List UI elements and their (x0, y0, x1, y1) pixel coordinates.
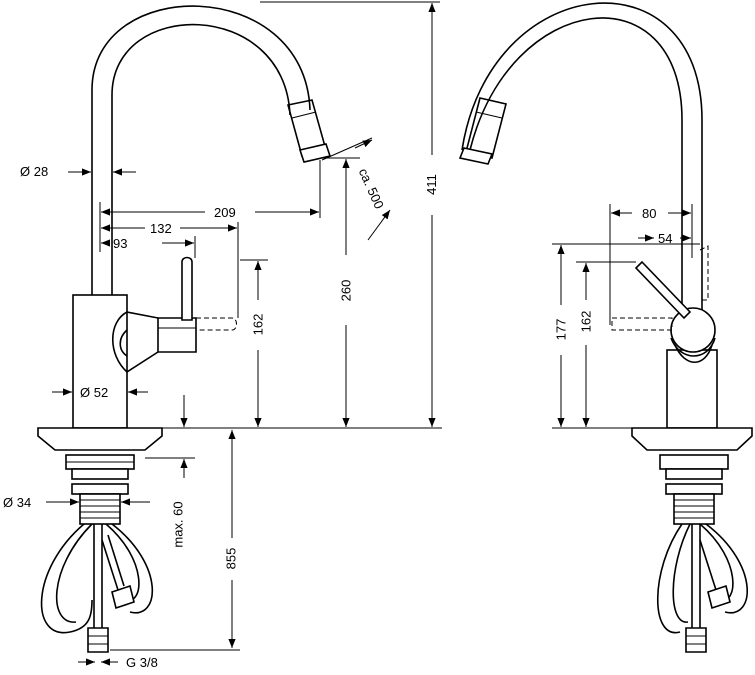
dim-side-162: 162 (578, 310, 594, 333)
front-view (37, 1, 442, 666)
dim-side-80: 80 (642, 206, 657, 221)
side-view (458, 2, 753, 653)
dim-reach-132: 132 (150, 221, 172, 236)
dim-height-260: 260 (338, 279, 354, 302)
dim-body-diameter: Ø 52 (80, 385, 109, 400)
dim-side-54: 54 (658, 231, 673, 246)
dim-side-177: 177 (553, 318, 569, 341)
dim-max-thickness: max. 60 (170, 501, 186, 548)
dim-shank-diameter: Ø 34 (3, 495, 32, 510)
dim-thread: G 3/8 (126, 655, 158, 670)
dim-hose-length: 855 (223, 547, 239, 570)
dim-lever-162-front: 162 (250, 313, 266, 336)
dim-reach-93: 93 (113, 236, 128, 251)
dim-spout-diameter: Ø 28 (20, 164, 49, 179)
dim-height-411: 411 (423, 174, 439, 195)
dim-reach-209: 209 (214, 205, 236, 220)
